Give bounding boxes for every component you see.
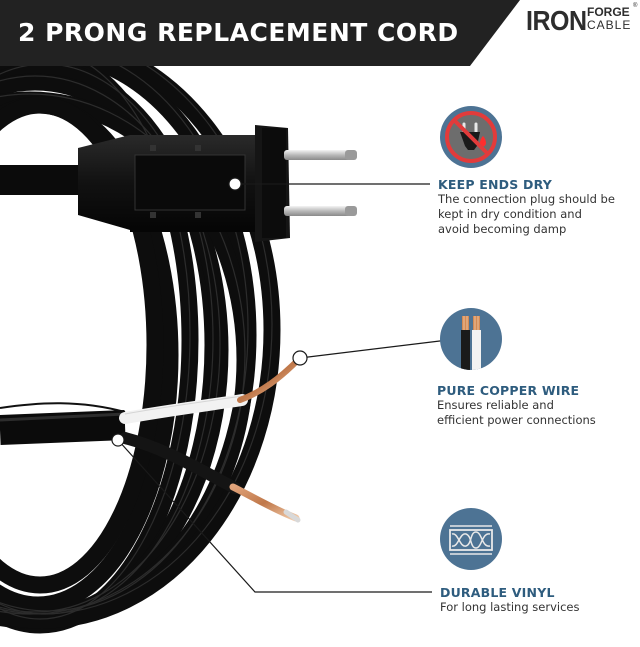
callout-dot-plug	[228, 177, 242, 191]
logo-word-bottom: CABLE	[587, 18, 632, 32]
copper-wire-icon	[440, 308, 502, 370]
desc-line: kept in dry condition and	[438, 207, 582, 221]
callout-lines	[117, 183, 449, 593]
desc-line: For long lasting services	[440, 600, 580, 614]
feature-title-vinyl: DURABLE VINYL	[440, 585, 555, 600]
logo-word-main: IRON	[526, 5, 587, 37]
callout-dot-wire	[292, 350, 308, 366]
prong-top	[284, 150, 356, 160]
logo-registered-mark: ®	[633, 3, 638, 9]
feature-title-keep-dry: KEEP ENDS DRY	[438, 177, 552, 192]
page-title: 2 PRONG REPLACEMENT CORD	[18, 18, 459, 47]
prong-bottom	[284, 206, 356, 216]
brand-logo: IRON FORGE ® CABLE	[526, 3, 638, 37]
no-water-plug-icon	[440, 106, 502, 168]
callout-dot-vinyl	[111, 433, 125, 447]
desc-line: The connection plug should be	[438, 192, 615, 206]
title-banner: 2 PRONG REPLACEMENT CORD	[0, 0, 640, 66]
vinyl-insulation-icon	[440, 508, 502, 570]
logo-word-top: FORGE	[587, 5, 630, 19]
desc-line: avoid becoming damp	[438, 222, 567, 236]
desc-line: Ensures reliable and	[437, 398, 554, 412]
feature-desc-keep-dry: The connection plug should be kept in dr…	[438, 192, 638, 237]
stripped-wires	[0, 357, 301, 523]
feature-title-copper: PURE COPPER WIRE	[437, 383, 580, 398]
feature-desc-copper: Ensures reliable and efficient power con…	[437, 398, 637, 428]
desc-line: efficient power connections	[437, 413, 596, 427]
feature-desc-vinyl: For long lasting services	[440, 600, 640, 615]
